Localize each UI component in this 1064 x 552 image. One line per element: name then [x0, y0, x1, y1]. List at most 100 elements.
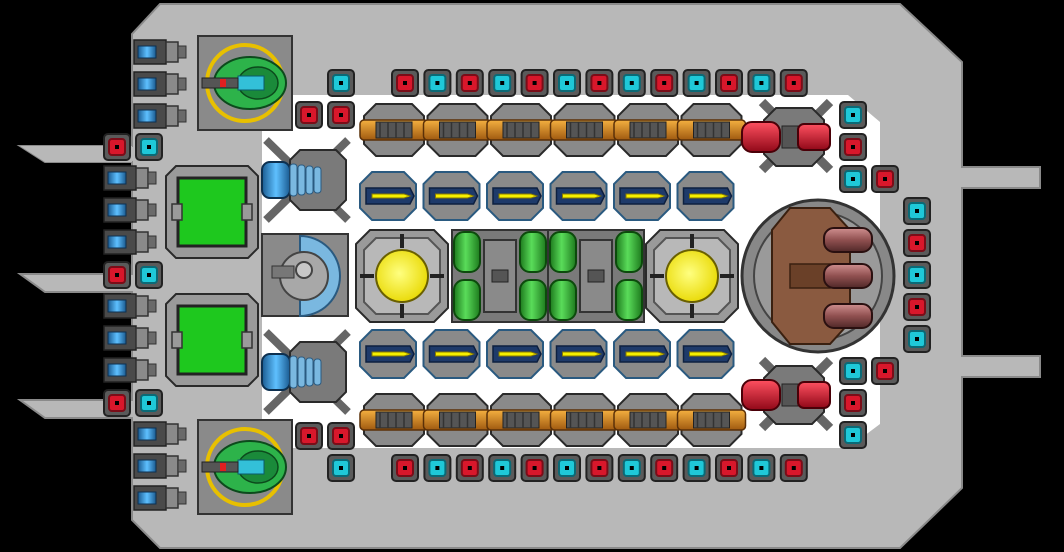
laser-icon	[741, 356, 834, 432]
capacitor-icon	[451, 229, 549, 323]
thruster-icon	[103, 325, 157, 351]
armor-block-icon	[327, 454, 355, 482]
armor-block-icon	[682, 454, 711, 482]
armor-block-icon	[455, 454, 484, 482]
armor-block-icon	[585, 69, 614, 97]
missile-icon	[549, 171, 608, 221]
armor-block-icon	[295, 101, 323, 129]
thruster-icon	[103, 229, 157, 255]
armor-block-icon	[617, 454, 646, 482]
armor-group	[103, 69, 931, 482]
thruster-icon	[133, 453, 187, 479]
laser-icon	[549, 103, 620, 157]
cannon-icon	[740, 198, 896, 354]
armor-block-icon	[295, 422, 323, 450]
armor-block-icon	[839, 101, 867, 129]
thruster-icon	[133, 485, 187, 511]
thruster-icon	[103, 357, 157, 383]
capacitor-icon	[547, 229, 645, 323]
thruster-icon	[133, 71, 187, 97]
armor-block-icon	[903, 325, 931, 353]
thruster-icon	[133, 103, 187, 129]
generator-icon	[165, 165, 259, 259]
reactor-icon	[355, 229, 449, 323]
armor-block-icon	[747, 69, 776, 97]
armor-block-icon	[839, 133, 867, 161]
turret-icon	[197, 35, 293, 131]
armor-block-icon	[391, 454, 419, 482]
armor-block-icon	[747, 454, 776, 482]
generator-icon	[165, 293, 259, 387]
armor-block-icon	[650, 69, 679, 97]
armor-block-icon	[903, 229, 931, 257]
armor-block-icon	[135, 389, 163, 417]
armor-block-icon	[903, 261, 931, 289]
armor-block-icon	[871, 357, 899, 385]
laser-icon	[613, 103, 683, 157]
armor-block-icon	[715, 454, 743, 482]
missile-icon	[676, 329, 735, 379]
laser-icon	[741, 98, 834, 174]
missile-icon	[486, 171, 544, 221]
laser-icon	[422, 393, 493, 447]
armor-block-icon	[585, 454, 614, 482]
armor-block-icon	[839, 165, 867, 193]
armor-block-icon	[327, 69, 355, 97]
armor-block-icon	[553, 454, 581, 482]
turret-icon	[197, 419, 293, 515]
laser-icon	[676, 103, 747, 157]
thruster-icon	[133, 39, 187, 65]
armor-block-icon	[327, 422, 355, 450]
laser-icon	[422, 103, 493, 157]
thruster-icon	[103, 293, 157, 319]
armor-block-icon	[135, 261, 163, 289]
missile-icon	[613, 171, 671, 221]
laser-icon	[549, 393, 620, 447]
armor-block-icon	[715, 69, 743, 97]
armor-block-icon	[455, 69, 484, 97]
armor-block-icon	[391, 69, 419, 97]
cannon-icon	[261, 233, 349, 318]
armor-block-icon	[520, 454, 549, 482]
laser-icon	[486, 103, 556, 157]
reactor-icon	[645, 229, 739, 323]
armor-block-icon	[903, 197, 931, 225]
armor-block-icon	[423, 69, 452, 97]
armor-block-icon	[553, 69, 581, 97]
missile-icon	[549, 329, 608, 379]
armor-block-icon	[135, 133, 163, 161]
armor-block-icon	[103, 133, 131, 161]
armor-block-icon	[871, 165, 899, 193]
armor-block-icon	[903, 293, 931, 321]
armor-block-icon	[488, 454, 517, 482]
thruster-icon	[103, 165, 157, 191]
armor-block-icon	[839, 357, 867, 385]
armor-block-icon	[779, 454, 808, 482]
armor-block-icon	[103, 389, 131, 417]
armor-block-icon	[650, 454, 679, 482]
armor-block-icon	[682, 69, 711, 97]
missile-icon	[676, 171, 735, 221]
missile-icon	[422, 171, 481, 221]
laser-icon	[486, 393, 556, 447]
armor-block-icon	[839, 421, 867, 449]
armor-block-icon	[779, 69, 808, 97]
missile-icon	[359, 171, 417, 221]
laser-icon	[613, 393, 683, 447]
capacitor-icon	[261, 137, 351, 223]
missile-icon	[486, 329, 544, 379]
thruster-icon	[133, 421, 187, 447]
capacitor-icon	[261, 329, 351, 415]
armor-block-icon	[103, 261, 131, 289]
armor-block-icon	[520, 69, 549, 97]
armor-block-icon	[617, 69, 646, 97]
armor-block-icon	[423, 454, 452, 482]
missile-icon	[359, 329, 417, 379]
thruster-icon	[103, 197, 157, 223]
laser-icon	[359, 103, 429, 157]
module-group	[165, 35, 896, 515]
missile-icon	[422, 329, 481, 379]
thruster-group	[103, 39, 187, 511]
laser-icon	[359, 393, 429, 447]
